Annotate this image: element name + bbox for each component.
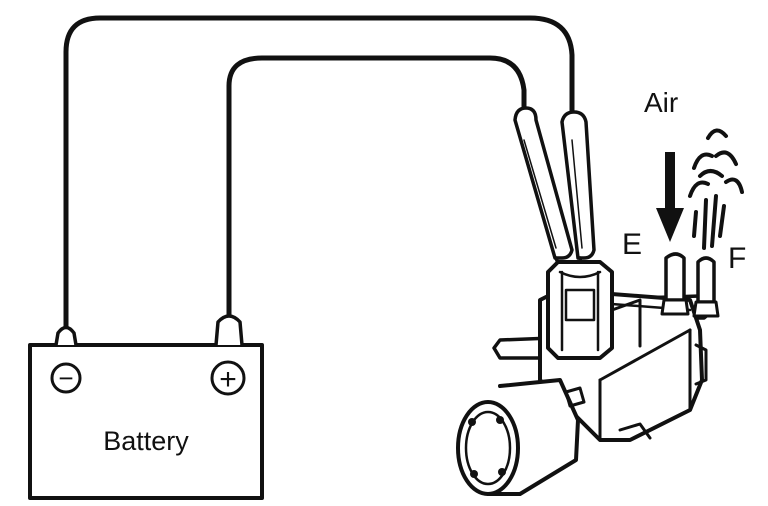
negative-terminal-symbol	[50, 362, 82, 394]
vacuum-switching-valve	[456, 252, 720, 496]
air-in-arrow-icon	[656, 152, 684, 242]
port-f-label: F	[728, 242, 746, 275]
air-label: Air	[644, 87, 678, 118]
battery	[28, 314, 264, 500]
negative-sign: −	[58, 363, 73, 393]
battery-label: Battery	[103, 426, 189, 456]
positive-sign: +	[219, 363, 237, 396]
positive-terminal-symbol	[210, 360, 246, 396]
port-f	[692, 256, 720, 318]
port-e-label: E	[622, 228, 642, 261]
wire-positive	[226, 55, 527, 321]
air-out-puffs-icon	[688, 128, 744, 250]
port-e	[660, 252, 690, 316]
wire-negative	[63, 15, 575, 331]
